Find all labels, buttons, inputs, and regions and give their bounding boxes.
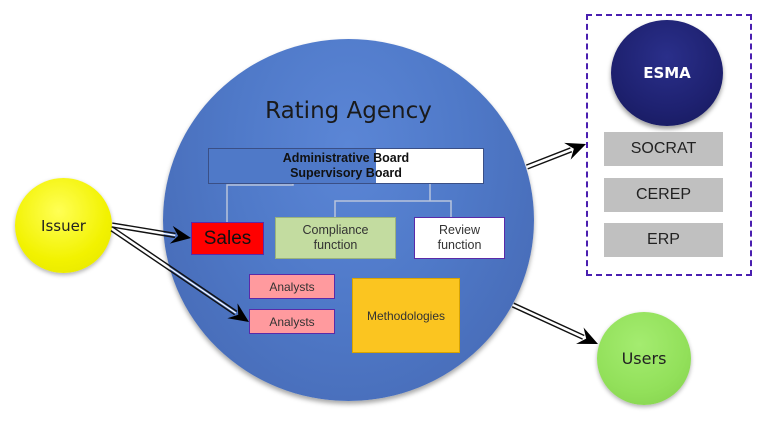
compliance-function-box: Compliance function — [275, 217, 396, 259]
connector-board-sales — [226, 184, 294, 222]
esma-label: ESMA — [643, 64, 691, 82]
arrow-agency-to-users — [511, 302, 598, 344]
analysts-box: Analysts — [249, 309, 335, 334]
users-circle: Users — [597, 312, 691, 405]
cerep-box: CEREP — [604, 178, 723, 212]
cerep-label: CEREP — [635, 186, 692, 203]
review-function-box: Review function — [414, 217, 505, 259]
sales-label: Sales — [203, 227, 252, 249]
connector-branch — [334, 200, 452, 217]
analysts-box: Analysts — [249, 274, 335, 299]
esma-group-dashed-box — [586, 14, 752, 276]
sales-box: Sales — [191, 222, 264, 255]
methodologies-label: Methodologies — [366, 308, 446, 323]
analysts-label: Analysts — [269, 279, 315, 294]
erp-label: ERP — [647, 231, 680, 248]
users-label: Users — [621, 349, 667, 368]
arrow-agency-to-esma — [526, 142, 586, 170]
issuer-label: Issuer — [41, 216, 86, 235]
review-line1: Review — [439, 223, 480, 237]
socrat-label: SOCRAT — [630, 140, 697, 157]
issuer-circle: Issuer — [15, 178, 112, 273]
board-line-administrative: Administrative Board — [282, 151, 410, 165]
socrat-box: SOCRAT — [604, 132, 723, 166]
rating-agency-title: Rating Agency — [265, 98, 432, 124]
compliance-line1: Compliance — [302, 223, 369, 237]
compliance-label: Compliance function — [302, 223, 368, 253]
compliance-line2: function — [313, 238, 358, 252]
erp-box: ERP — [604, 223, 723, 257]
board-box: Administrative Board Supervisory Board — [208, 148, 484, 184]
board-line-supervisory: Supervisory Board — [290, 166, 402, 180]
arrow-issuer-to-analysts — [110, 226, 249, 322]
methodologies-box: Methodologies — [352, 278, 460, 353]
review-line2: function — [437, 238, 482, 252]
arrow-issuer-to-sales — [111, 222, 191, 244]
analysts-label: Analysts — [269, 314, 315, 329]
esma-circle: ESMA — [611, 20, 723, 126]
review-label: Review function — [438, 223, 482, 253]
